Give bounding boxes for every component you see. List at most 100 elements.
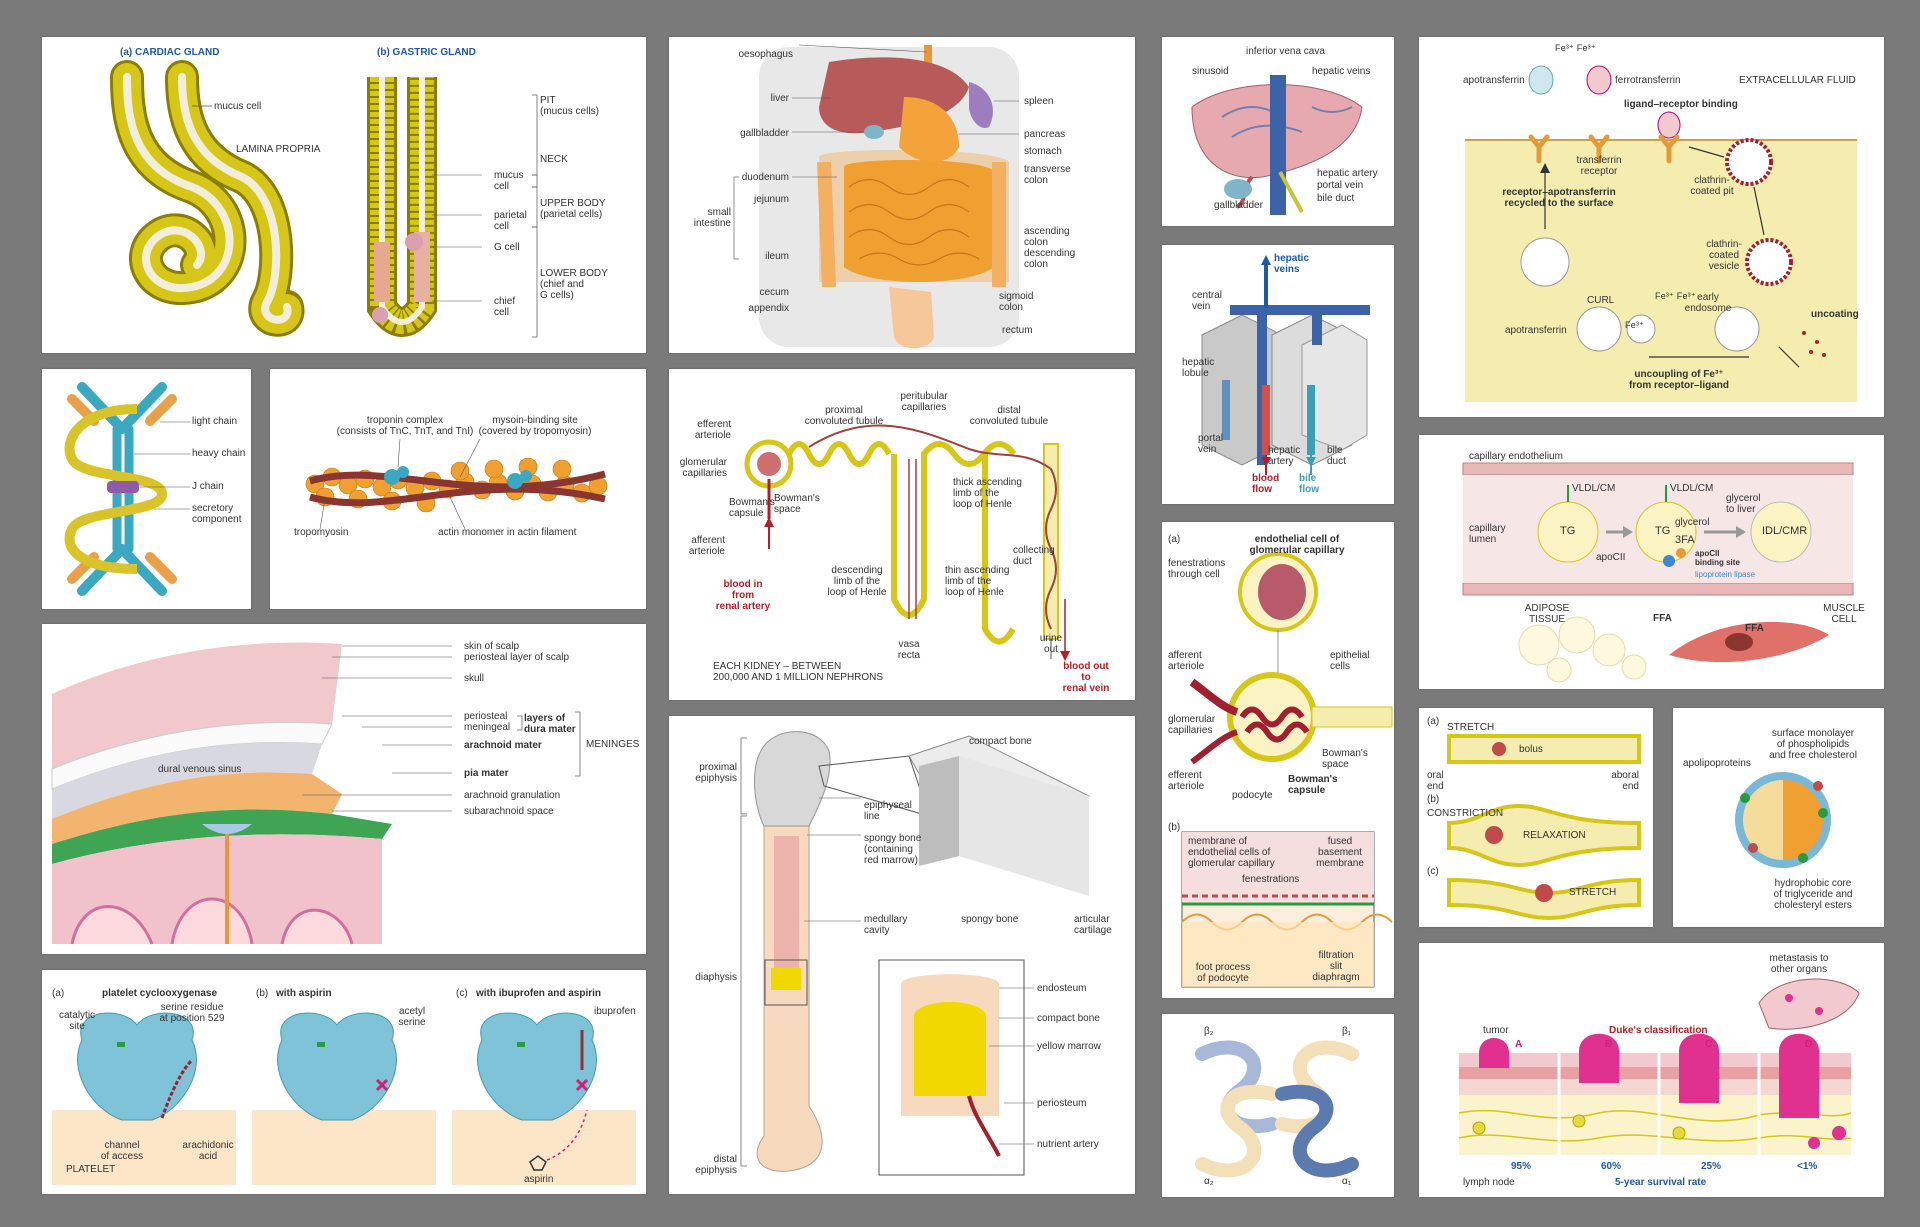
troponin-complex-label: troponin complex (consists of TnC, TnT, … bbox=[336, 415, 474, 437]
heavy-chain-label: heavy chain bbox=[192, 448, 246, 459]
panel-peristalsis: (a) STRETCH bolus oral end aboral end (b… bbox=[1419, 708, 1653, 927]
dural-sinus-label: dural venous sinus bbox=[158, 764, 242, 775]
meningeal-label: meningeal bbox=[464, 722, 511, 733]
light-chain-label: light chain bbox=[192, 416, 238, 427]
spongy-red-marrow-label: spongy bone (containing red marrow) bbox=[864, 833, 922, 866]
glom-a-label: (a) bbox=[1168, 534, 1181, 545]
ferrotransferrin-label: ferrotransferrin bbox=[1615, 75, 1681, 86]
epiphyseal-line-label: epiphyseal line bbox=[864, 800, 912, 822]
catalytic-site-label: catalytic site bbox=[58, 1010, 96, 1032]
pia-mater-label: pia mater bbox=[464, 768, 509, 779]
spleen-label: spleen bbox=[1024, 96, 1054, 107]
thin-ascending-label: thin ascending limb of the loop of Henle bbox=[945, 565, 1010, 598]
foot-process-label: foot process of podocyte bbox=[1195, 962, 1251, 984]
panel-troponin: troponin complex (consists of TnC, TnT, … bbox=[270, 369, 646, 609]
pit-label: PIT (mucus cells) bbox=[540, 95, 599, 117]
articular-cartilage-label: articular cartilage bbox=[1074, 914, 1112, 936]
vldl-1-label: VLDL/CM bbox=[1572, 483, 1616, 494]
pancreas-label: pancreas bbox=[1024, 129, 1066, 140]
glom-bowman-capsule-label: Bowman's capsule bbox=[1288, 774, 1338, 796]
mucus-cell-label: mucus cell bbox=[214, 101, 262, 112]
apotransferrin-lower-label: apotransferrin bbox=[1505, 325, 1567, 336]
fe-mid-label: Fe³⁺ Fe³⁺ bbox=[1655, 291, 1696, 301]
sinusoid-label: sinusoid bbox=[1192, 66, 1229, 77]
troponin-drawing bbox=[305, 438, 608, 530]
lipoprotein-lipase-label: lipoprotein lipase bbox=[1695, 570, 1756, 579]
stage-c-label: C bbox=[1705, 1039, 1713, 1050]
aspirin-label: aspirin bbox=[524, 1174, 554, 1185]
transferrin-drawing bbox=[1465, 65, 1857, 402]
transverse-colon-label: transverse colon bbox=[1024, 164, 1071, 186]
portal-vein-lobule-label: portal vein bbox=[1198, 433, 1224, 455]
yellow-marrow-label: yellow marrow bbox=[1037, 1041, 1101, 1052]
metastasis-label: metastasis to other organs bbox=[1769, 953, 1829, 975]
acetyl-serine-label: acetyl serine bbox=[398, 1006, 426, 1028]
peristalsis-drawing bbox=[1447, 734, 1641, 921]
glom-efferent-label: efferent arteriole bbox=[1168, 770, 1205, 792]
lipoprotein-lipase-drawing bbox=[1462, 462, 1854, 683]
survival-25-label: 25% bbox=[1701, 1161, 1722, 1172]
panel-liver-vessels: inferior vena cava sinusoid hepatic vein… bbox=[1162, 37, 1394, 226]
glomerulus-drawing bbox=[1181, 552, 1393, 988]
tropomyosin-label: tropomyosin bbox=[294, 527, 349, 538]
podocyte-label: podocyte bbox=[1232, 790, 1273, 801]
lumen-label: capillary lumen bbox=[1469, 523, 1506, 545]
stomach-label: stomach bbox=[1024, 146, 1062, 157]
asp-a-label: (a) bbox=[52, 988, 65, 999]
glom-capillaries-label: glomerular capillaries bbox=[1168, 714, 1216, 736]
panel-nephron: efferent arteriole glomerular capillarie… bbox=[669, 369, 1135, 700]
secretory-component-label: secretory component bbox=[192, 503, 242, 525]
serine-residue-label: serine residue at position 529 bbox=[159, 1002, 225, 1024]
afferent-label: afferent arteriole bbox=[688, 535, 725, 557]
bile-flow-label: bile flow bbox=[1299, 473, 1319, 495]
hepatic-artery-lobule-label: hepatic artery bbox=[1268, 445, 1301, 467]
aboral-end-label: aboral end bbox=[1611, 770, 1639, 792]
descending-limb-label: descending limb of the loop of Henle bbox=[827, 565, 887, 598]
fenestrations-b-label: fenestrations bbox=[1242, 874, 1300, 885]
stage-a-label: A bbox=[1515, 1039, 1523, 1050]
liver-label: liver bbox=[770, 93, 789, 104]
ligand-binding-label: ligand–receptor binding bbox=[1624, 99, 1738, 110]
skull-label: skull bbox=[464, 673, 485, 684]
bowmans-space-label: Bowman's space bbox=[774, 493, 820, 515]
relaxation-label: RELAXATION bbox=[1523, 830, 1586, 841]
arachnoid-label: arachnoid mater bbox=[464, 740, 542, 751]
surface-monolayer-label: surface monolayer of phospholipids and f… bbox=[1769, 728, 1857, 761]
aspirin-drawing bbox=[52, 1012, 636, 1185]
arachidonic-acid-label: arachidonic acid bbox=[182, 1140, 234, 1162]
panel-antibody: light chain heavy chain J chain secretor… bbox=[42, 369, 251, 609]
survival-95-label: 95% bbox=[1511, 1161, 1532, 1172]
tumor-label: tumor bbox=[1483, 1025, 1509, 1036]
chief-cell-label: chief cell bbox=[494, 296, 516, 318]
asp-c-label: (c) bbox=[456, 988, 468, 999]
ileum-label: ileum bbox=[765, 251, 789, 262]
survival-rate-label: 5-year survival rate bbox=[1615, 1177, 1707, 1188]
panel-transferrin: Fe³⁺ Fe³⁺ apotransferrin ferrotransferri… bbox=[1419, 37, 1884, 417]
distal-epiphysis-label: distal epiphysis bbox=[695, 1154, 737, 1176]
proximal-epiphysis-label: proximal epiphysis bbox=[695, 762, 737, 784]
hepatic-veins-lobule-label: hepatic veins bbox=[1274, 253, 1310, 275]
channel-access-label: channel of access bbox=[100, 1140, 144, 1162]
meninges-label: MENINGES bbox=[586, 739, 640, 750]
cardiac-gland-title: (a) CARDIAC GLAND bbox=[120, 47, 220, 58]
g-cell-label: G cell bbox=[494, 242, 520, 253]
descending-colon-label: descending colon bbox=[1024, 248, 1076, 270]
bile-duct-label: bile duct bbox=[1317, 193, 1355, 204]
muscle-cell-label: MUSCLE CELL bbox=[1823, 603, 1865, 625]
each-kidney-label: EACH KIDNEY – BETWEEN 200,000 AND 1 MILL… bbox=[713, 661, 884, 683]
ivc-label: inferior vena cava bbox=[1246, 46, 1325, 57]
lamina-propria-label: LAMINA PROPRIA bbox=[236, 144, 321, 155]
peritubular-label: peritubular capillaries bbox=[900, 391, 948, 413]
spongy-bone-label: spongy bone bbox=[961, 914, 1019, 925]
subarachnoid-label: subarachnoid space bbox=[464, 806, 554, 817]
uncoupling-label: uncoupling of Fe³⁺ from receptor–ligand bbox=[1628, 369, 1730, 391]
compact-bone-label: compact bone bbox=[1037, 1013, 1100, 1024]
nutrient-artery-label: nutrient artery bbox=[1037, 1139, 1099, 1150]
blood-flow-label: blood flow bbox=[1252, 473, 1280, 495]
with-ibuprofen-label: with ibuprofen and aspirin bbox=[476, 988, 601, 999]
medullary-cavity-label: medullary cavity bbox=[864, 914, 908, 936]
asp-b-label: (b) bbox=[256, 988, 269, 999]
stretch-c-label: STRETCH bbox=[1569, 887, 1617, 898]
tg-1-label: TG bbox=[1560, 525, 1576, 537]
periosteal-label: periosteal bbox=[464, 711, 508, 722]
